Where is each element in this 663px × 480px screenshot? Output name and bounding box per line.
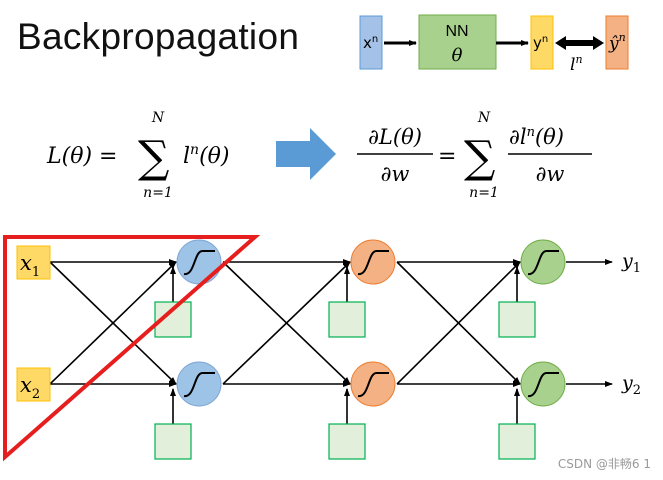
pipeline-diagram: xn NN θ yn ln ŷn: [359, 14, 629, 75]
weight-edge: [49, 261, 177, 385]
nn-label: NN: [445, 23, 468, 40]
output-label: y1: [621, 250, 641, 276]
bias-box: [328, 301, 366, 338]
loss-lhs: L(θ) =: [46, 144, 117, 169]
input-label: x2: [20, 373, 40, 402]
neuron: [350, 239, 396, 285]
gradient-equation: ∂L(θ) ∂w = ∑ N n=1 ∂ln(θ) ∂w: [357, 110, 592, 201]
input-block: [359, 15, 383, 70]
gradient-denominator: ∂w: [381, 162, 410, 186]
neuron: [350, 361, 396, 407]
neuron: [176, 361, 222, 407]
bias-box: [328, 423, 366, 460]
implies-arrow: [276, 128, 336, 180]
neuron: [520, 239, 566, 285]
network-nodes: x1 x2 y1 y2: [16, 239, 641, 460]
sigmoid-icon: [183, 372, 215, 397]
sum-upper-right: N: [477, 110, 491, 126]
loss-label: ln: [570, 53, 583, 75]
weight-edge: [222, 261, 351, 385]
sum-symbol-right: ∑: [464, 132, 495, 183]
output-label: yn: [533, 34, 548, 52]
sigmoid-icon: [527, 372, 559, 397]
sigmoid-icon: [357, 250, 389, 275]
sum-upper: N: [151, 110, 165, 126]
term-denominator: ∂w: [536, 162, 565, 186]
loss-term: ln(θ): [183, 142, 230, 169]
bias-box: [154, 423, 192, 460]
bias-box: [498, 423, 536, 460]
watermark: CSDN @非畅6 1: [557, 457, 651, 471]
sigmoid-icon: [527, 250, 559, 275]
gradient-numerator: ∂L(θ): [368, 125, 422, 149]
input-node: [16, 367, 51, 402]
output-block: [530, 15, 554, 70]
output-label: y2: [621, 372, 641, 398]
network-edges: [49, 259, 613, 424]
neuron: [520, 361, 566, 407]
sum-lower-right: n=1: [469, 185, 499, 201]
loss-double-arrow: [555, 36, 604, 50]
weight-edge: [396, 261, 521, 385]
target-label: ŷn: [608, 31, 626, 54]
sigmoid-icon: [357, 372, 389, 397]
highlight-triangle: [2, 235, 261, 462]
target-block: [605, 15, 629, 70]
input-node: [16, 245, 51, 280]
equals-sign: =: [438, 144, 456, 169]
term-numerator: ∂ln(θ): [509, 125, 564, 149]
sum-symbol: ∑: [138, 132, 169, 183]
bias-box: [498, 301, 536, 338]
loss-equation: L(θ) = ∑ N n=1 ln(θ): [46, 110, 230, 201]
input-label: xn: [363, 34, 378, 52]
sum-lower: n=1: [143, 185, 173, 201]
slide-title: Backpropagation: [17, 16, 300, 57]
input-label: x1: [20, 251, 40, 280]
neuron: [176, 239, 222, 285]
sigmoid-icon: [183, 250, 215, 275]
nn-param: θ: [452, 45, 463, 66]
